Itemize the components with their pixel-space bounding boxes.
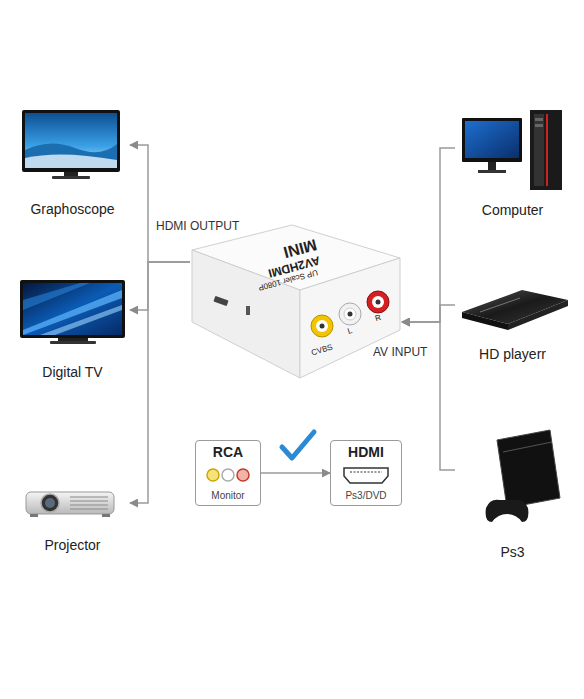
node-text: Monitor [211, 490, 244, 502]
node-text: Ps3/DVD [345, 490, 386, 502]
node-text: CVBS [310, 342, 334, 357]
computer-icon [462, 110, 562, 190]
connector-arrow [261, 472, 330, 474]
tv-icon [20, 280, 125, 344]
connector-card: HDMI Ps3/DVD [330, 440, 402, 506]
node-text: R [374, 313, 382, 323]
connector-arrow [130, 262, 190, 310]
projector-icon [26, 492, 114, 517]
connector-arrow [130, 145, 190, 262]
device-node: Projector [15, 485, 130, 553]
player-icon [462, 290, 568, 330]
tv-icon [22, 110, 120, 179]
connector-arrow [402, 305, 455, 322]
device-label: Computer [482, 202, 543, 218]
port-label: HDMI OUTPUT [155, 220, 240, 234]
device-label: Digital TV [42, 364, 102, 380]
connector-card: RCA Monitor [195, 440, 261, 506]
adapter-body [192, 225, 400, 378]
device-label: Ps3 [500, 544, 524, 560]
connector-arrow [402, 322, 455, 470]
connector-arrow [130, 262, 190, 503]
adapter-node: MINIAV2HDMIUP Scaler 1080PCVBSLR [190, 222, 402, 382]
device-node: Computer [455, 105, 570, 218]
device-node: Ps3 [455, 425, 570, 560]
node-text: L [347, 326, 354, 336]
device-node: Graphoscope [15, 105, 130, 217]
device-label: Graphoscope [30, 201, 114, 217]
connector-arrow [402, 148, 455, 322]
node-text: HDMI [348, 444, 384, 460]
device-node: HD playerr [455, 282, 570, 362]
device-node: Digital TV [15, 275, 130, 380]
rca-plugs [207, 469, 249, 481]
hdmi-plug [344, 468, 388, 483]
node-text: RCA [213, 444, 243, 460]
device-label: HD playerr [479, 346, 546, 362]
device-label: Projector [44, 537, 100, 553]
port-label: AV INPUT [372, 346, 428, 360]
console-icon [486, 430, 560, 522]
check-mark [282, 432, 314, 458]
